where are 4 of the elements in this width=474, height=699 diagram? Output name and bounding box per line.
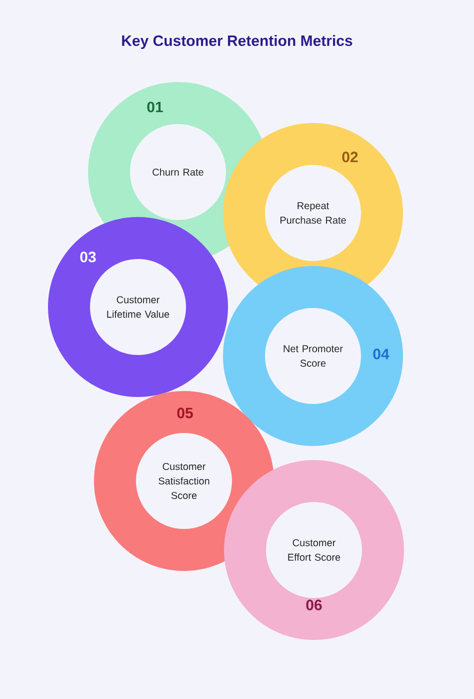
ring: Net Promoter Score 04 [223, 266, 403, 446]
ring: Customer Effort Score 06 [224, 460, 404, 640]
title: Key Customer Retention Metrics [122, 35, 352, 49]
ring: 03 Customer Lifetime Value [48, 217, 228, 397]
